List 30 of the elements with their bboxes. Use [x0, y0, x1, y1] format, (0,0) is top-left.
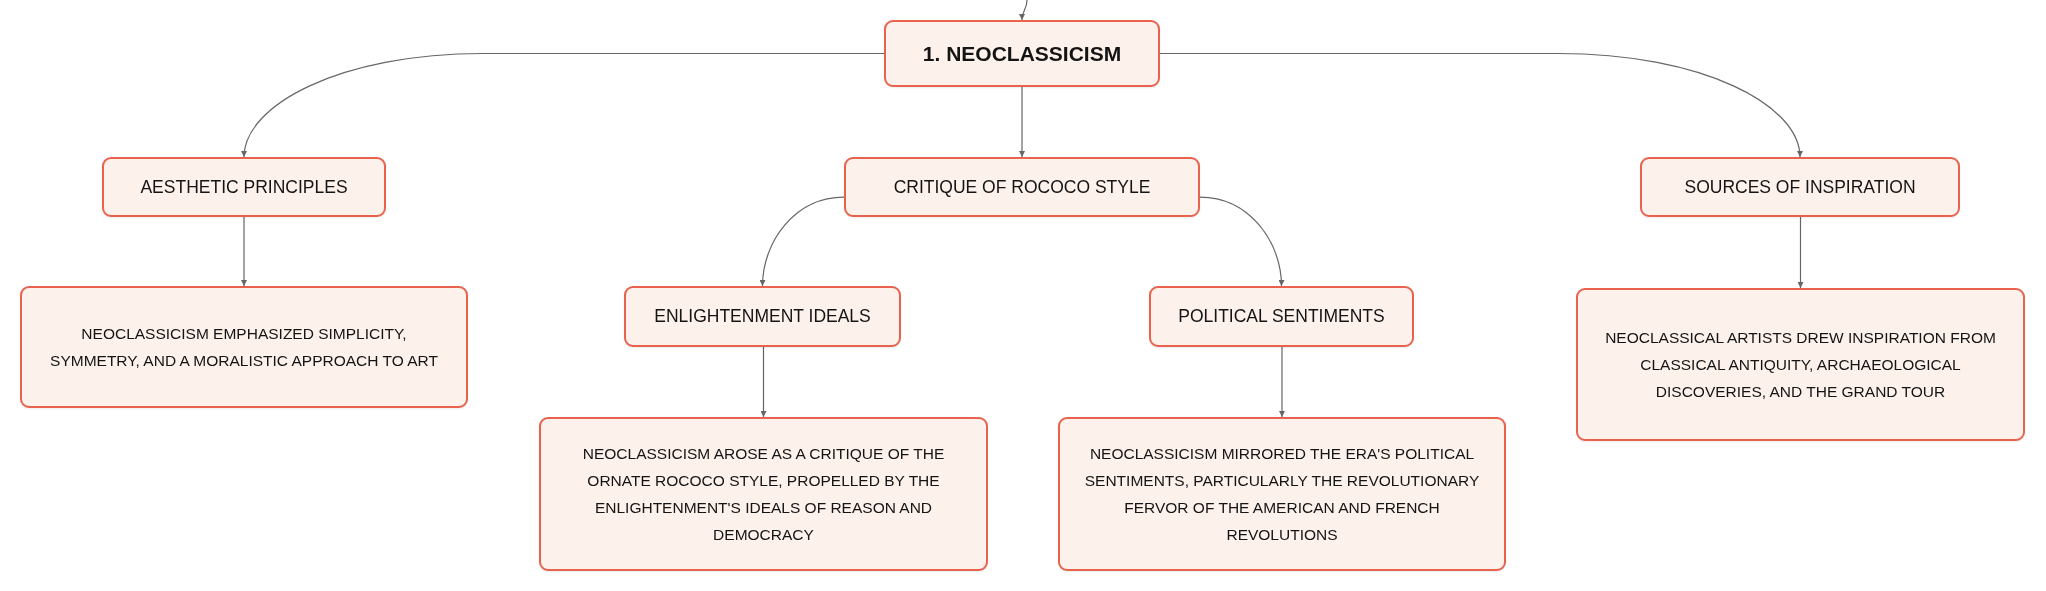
topic-box	[1149, 286, 1414, 347]
description-text: NEOCLASSICISM AROSE AS A CRITIQUE OF THE ORNATE ROCOCO STYLE, PROPELLED BY THE ENLIGHTENMENT'S IDEALS OF REASON AND DEMOCRACY	[581, 444, 946, 545]
topic-box	[844, 157, 1200, 217]
connector-arrow	[1019, 0, 1028, 21]
connector-arrow	[1159, 52, 1803, 158]
root-topic-label: 1. NEOCLASSICISM	[922, 41, 1122, 66]
description-box	[539, 417, 988, 571]
root-topic-box	[884, 20, 1160, 87]
connector-arrow	[1019, 86, 1025, 158]
description-box	[20, 286, 468, 408]
topic-label: CRITIQUE OF ROCOCO STYLE	[893, 176, 1151, 198]
connector-arrow	[241, 216, 247, 287]
connector-arrow	[1199, 196, 1285, 287]
description-text: NEOCLASSICISM MIRRORED THE ERA'S POLITICAL SENTIMENTS, PARTICULARLY THE REVOLUTIONARY FERVOR OF THE AMERICAN AND FRENCH REVOLUTIONS	[1083, 444, 1481, 545]
topic-box	[624, 286, 901, 347]
topic-label: AESTHETIC PRINCIPLES	[140, 176, 348, 198]
connector-arrow	[760, 346, 767, 418]
connector-arrow	[759, 196, 845, 287]
description-box	[1058, 417, 1506, 571]
topic-box	[1640, 157, 1960, 217]
topic-label: ENLIGHTENMENT IDEALS	[654, 306, 871, 327]
description-text: NEOCLASSICAL ARTISTS DREW INSPIRATION FROM CLASSICAL ANTIQUITY, ARCHAEOLOGICAL DISCOVERIES, AND THE GRAND TOUR	[1604, 328, 1997, 402]
connector-arrow	[241, 52, 885, 158]
description-box	[1576, 288, 2025, 441]
connector-arrow	[1797, 216, 1804, 289]
topic-label: SOURCES OF INSPIRATION	[1684, 176, 1916, 198]
topic-box	[102, 157, 386, 217]
description-text: NEOCLASSICISM EMPHASIZED SIMPLICITY, SYMMETRY, AND A MORALISTIC APPROACH TO ART	[49, 324, 439, 371]
topic-label: POLITICAL SENTIMENTS	[1178, 306, 1385, 327]
connector-arrow	[1279, 346, 1285, 418]
